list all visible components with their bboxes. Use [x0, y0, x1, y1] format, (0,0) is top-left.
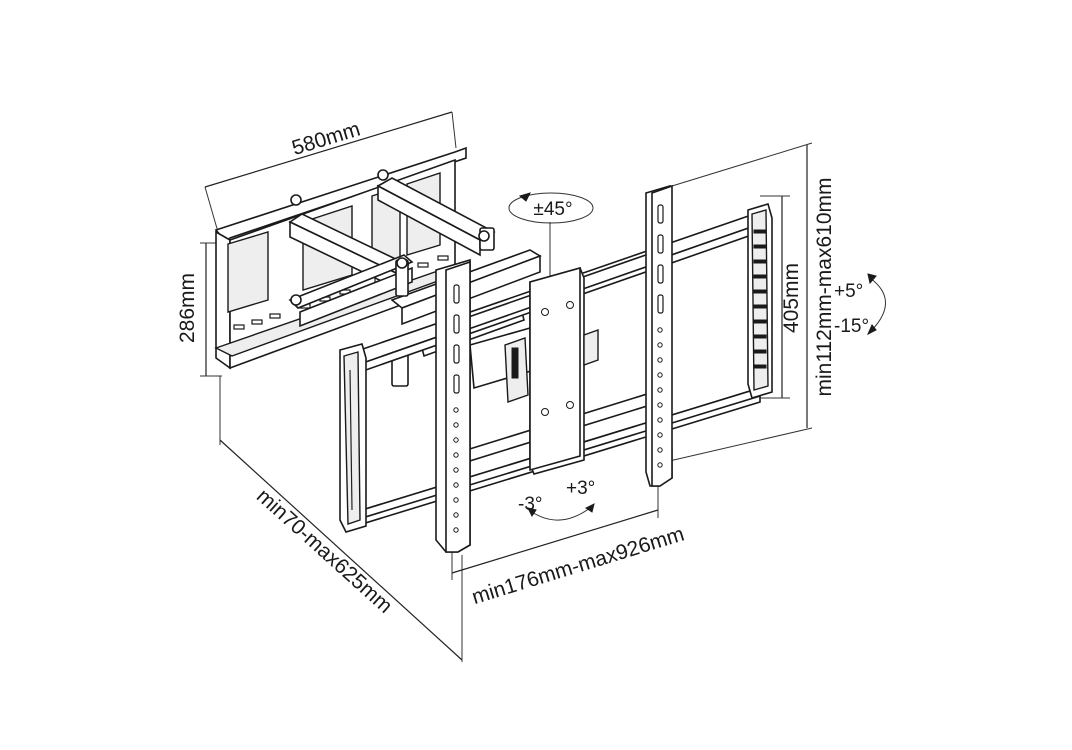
roll-minus-label: -3°	[518, 494, 543, 515]
dimension-lines	[200, 111, 813, 662]
extension-label: min70-max625mm	[252, 484, 397, 617]
roll-plus-label: +3°	[566, 478, 595, 499]
right-vesa-bracket	[645, 184, 673, 487]
left-vesa-bracket-slots	[453, 284, 460, 533]
right-vesa-bracket-slots	[657, 204, 664, 468]
tilt-down-label: -15°	[834, 316, 869, 337]
left-vesa-bracket	[435, 258, 471, 553]
tilt-up-label: +5°	[834, 281, 863, 302]
tilt-indicator	[866, 273, 886, 336]
roll-indicator	[527, 503, 595, 521]
wall-width-label: 580mm	[289, 118, 363, 160]
center-mount-plate	[529, 266, 599, 475]
vesa-horizontal-label: min176mm-max926mm	[469, 523, 687, 609]
right-side-bar-slots	[753, 229, 767, 369]
left-side-bar	[339, 343, 367, 533]
swivel-label: ±45°	[533, 199, 572, 220]
right-side-bar	[747, 203, 773, 399]
tv-bracket-height-label: 405mm	[780, 263, 803, 333]
swivel-indicator	[508, 192, 594, 224]
vesa-vertical-label: min112mm-max610mm	[813, 178, 836, 397]
wall-height-label: 286mm	[176, 273, 199, 343]
